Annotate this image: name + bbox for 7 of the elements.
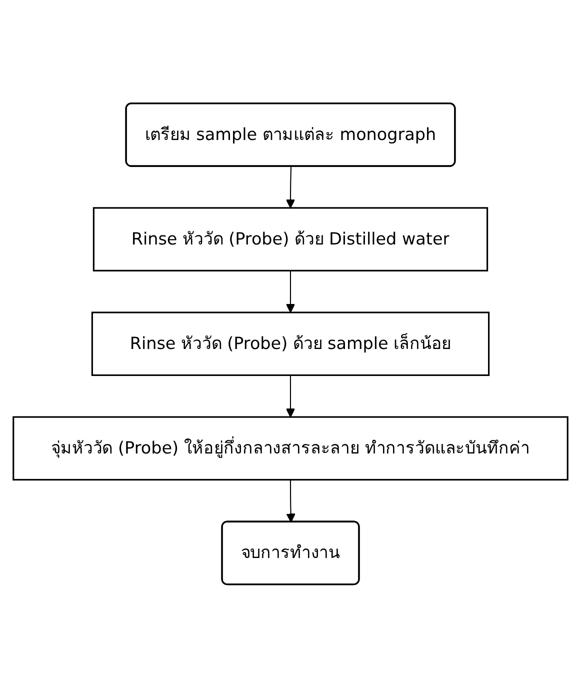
node-box: Rinse หัววัด (Probe) ด้วย Distilled water bbox=[92, 207, 488, 272]
node-box: จุ่มหัววัด (Probe) ให้อยู่กึ่งกลางสารละลาย ทำการวัดและบันทึกค่า bbox=[12, 416, 568, 481]
node-box: Rinse หัววัด (Probe) ด้วย sample เล็กน้อย bbox=[91, 312, 490, 376]
arrow bbox=[286, 270, 296, 314]
arrow bbox=[286, 375, 296, 418]
arrow bbox=[286, 166, 296, 208]
arrow bbox=[286, 480, 296, 523]
